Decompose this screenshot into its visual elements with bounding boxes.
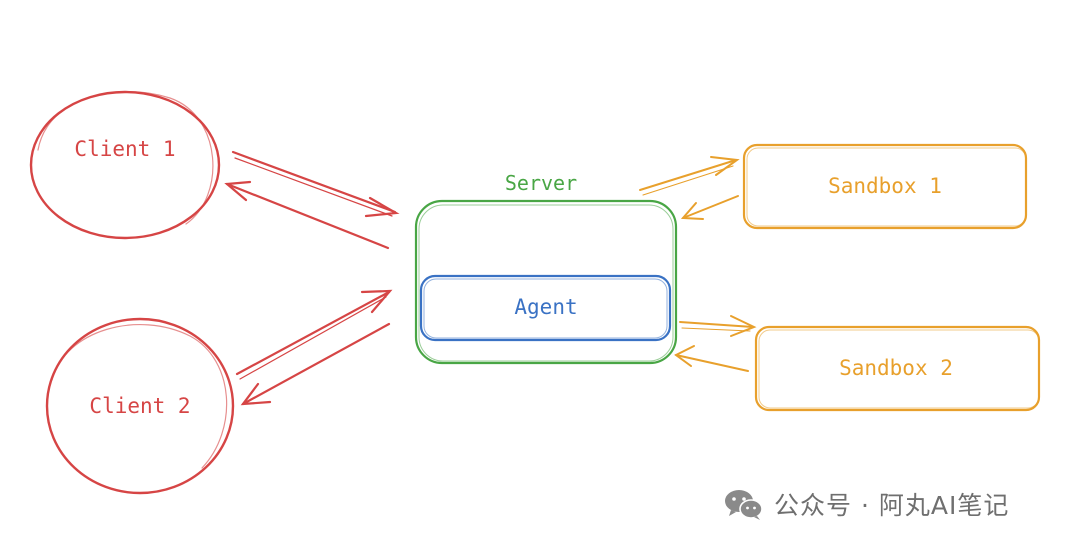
arrow-server-to-sandbox2: [679, 315, 757, 337]
sandbox-1-label: Sandbox 1: [828, 174, 942, 198]
watermark: 公众号 · 阿丸AI笔记: [722, 486, 1009, 522]
server-node: Server: [414, 171, 678, 365]
watermark-text: 公众号 · 阿丸AI笔记: [774, 491, 1010, 520]
sandbox-2-label: Sandbox 2: [839, 356, 953, 380]
arrow-client1-to-server: [231, 150, 400, 218]
arrow-server-to-client2: [240, 322, 391, 406]
server-label: Server: [505, 171, 577, 195]
arrow-sandbox1-to-server: [680, 195, 739, 220]
client-2-label: Client 2: [89, 394, 190, 418]
agent-label: Agent: [514, 295, 577, 319]
arrow-server-to-client1: [224, 180, 390, 250]
wechat-icon: [725, 490, 763, 520]
sandbox-1-node: Sandbox 1: [742, 143, 1028, 230]
client-1-label: Client 1: [74, 137, 175, 161]
agent-node: Agent: [419, 274, 672, 342]
sandbox-2-node: Sandbox 2: [754, 325, 1041, 412]
client-2-node: Client 2: [45, 317, 235, 495]
client-1-node: Client 1: [29, 90, 221, 240]
arrow-client2-to-server: [235, 289, 393, 380]
arrow-sandbox2-to-server: [674, 345, 749, 372]
arrow-server-to-sandbox1: [639, 156, 740, 196]
